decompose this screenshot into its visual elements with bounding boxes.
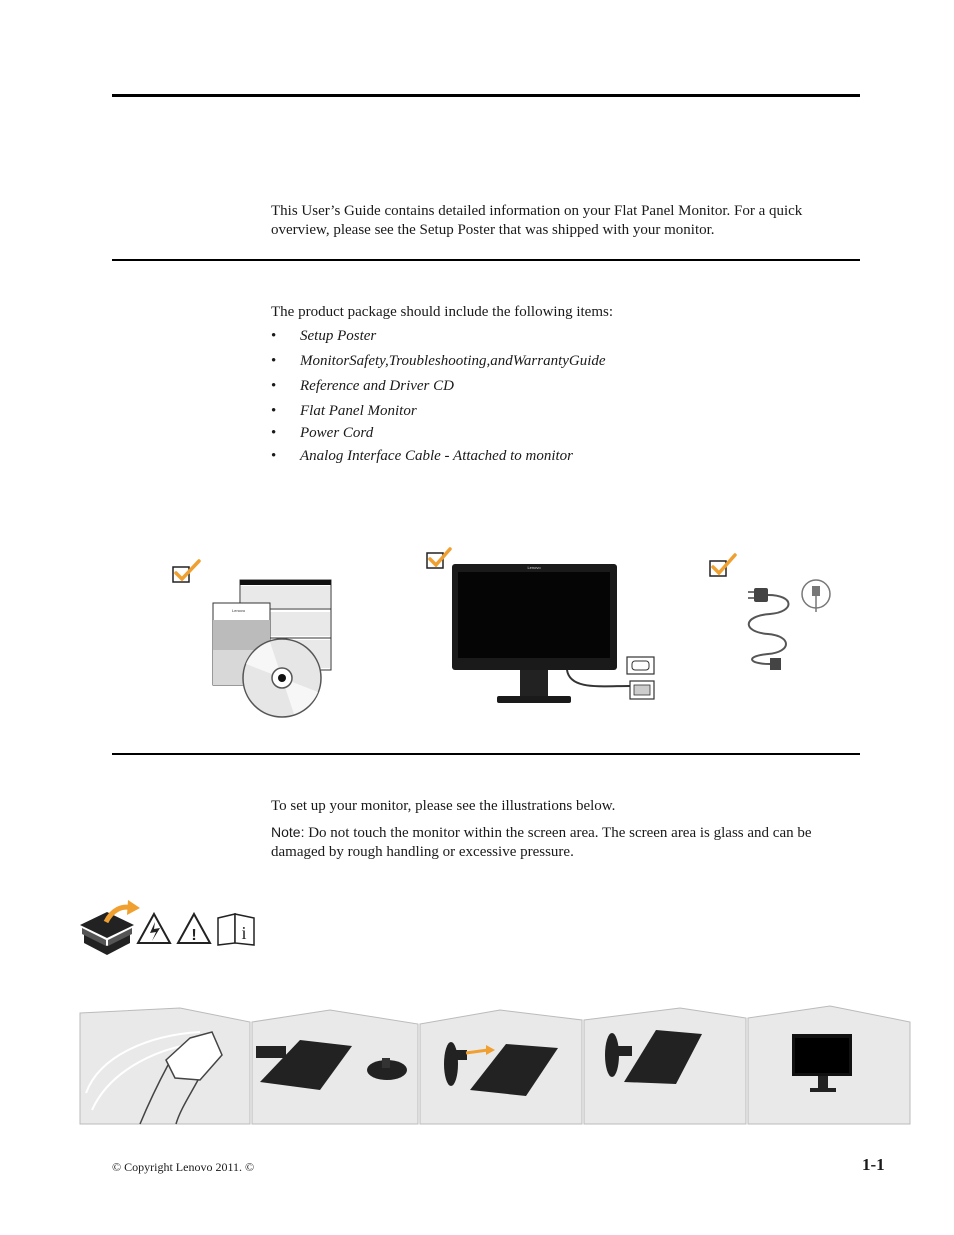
doc-logo-text: Lenovo [232, 608, 246, 613]
list-item-label: Power Cord [300, 425, 374, 441]
list-item-label: MonitorSafety,Troubleshooting,andWarrant… [300, 353, 606, 369]
setup-illustration: ! i [79, 900, 911, 1125]
step-panel-clean-screen [79, 1007, 251, 1125]
bullet: • [271, 378, 277, 394]
section-divider [112, 753, 860, 755]
note-text: Do not touch the monitor within the scre… [271, 825, 812, 860]
power-cord-icon [747, 579, 831, 670]
step-panel-lay-monitor [251, 1009, 419, 1125]
step-panel-monitor-upright [747, 1005, 911, 1125]
intro-paragraph: This User’s Guide contains detailed info… [271, 203, 803, 238]
header-rule [112, 94, 860, 97]
section-divider [112, 259, 860, 261]
info-symbol: i [241, 923, 246, 943]
list-item: • Reference and Driver CD [271, 376, 606, 396]
bullet: • [271, 328, 277, 344]
check-icon [426, 547, 452, 569]
page-number: 1-1 [862, 1155, 885, 1174]
monitor-logo-text: Lenovo [527, 565, 541, 570]
list-item-label: Analog Interface Cable - Attached to mon… [300, 448, 574, 464]
copyright-footer: © Copyright Lenovo 2011. © [112, 1160, 255, 1174]
bullet: • [271, 403, 277, 419]
bullet: • [271, 425, 277, 441]
warning-icon: ! [176, 911, 212, 944]
list-item: • MonitorSafety,Troubleshooting,andWarran… [271, 351, 606, 371]
warning-symbol: ! [191, 927, 196, 944]
note-label: Note: [271, 824, 305, 840]
cd-icon [242, 638, 322, 718]
list-item: • Analog Interface Cable - Attached to mo… [271, 446, 606, 466]
package-items-list: • Setup Poster • MonitorSafety,Troubleshoo… [271, 326, 606, 466]
bullet: • [271, 353, 277, 369]
list-item: • Power Cord [271, 423, 606, 443]
bullet: • [271, 448, 277, 464]
step-panel-stand-attached [583, 1007, 747, 1125]
check-icon [709, 553, 737, 577]
box-icon [80, 900, 140, 955]
list-item: • Flat Panel Monitor [271, 401, 606, 421]
check-icon [172, 559, 201, 583]
electric-warning-icon [136, 911, 172, 944]
list-item-label: Reference and Driver CD [300, 378, 454, 394]
step-panel-attach-stand [419, 1009, 583, 1125]
package-lead: The product package should include the f… [271, 304, 613, 320]
manual-icon: i [217, 913, 255, 946]
setup-instructions: To set up your monitor, please see the i… [271, 798, 616, 814]
list-item: • Setup Poster [271, 326, 606, 346]
list-item-label: Flat Panel Monitor [300, 403, 417, 419]
package-contents-illustration: Lenovo Lenovo [172, 547, 831, 718]
monitor-icon: Lenovo [452, 564, 655, 703]
note-paragraph: Note: Do not touch the monitor within th… [271, 823, 851, 862]
list-item-label: Setup Poster [300, 328, 377, 344]
